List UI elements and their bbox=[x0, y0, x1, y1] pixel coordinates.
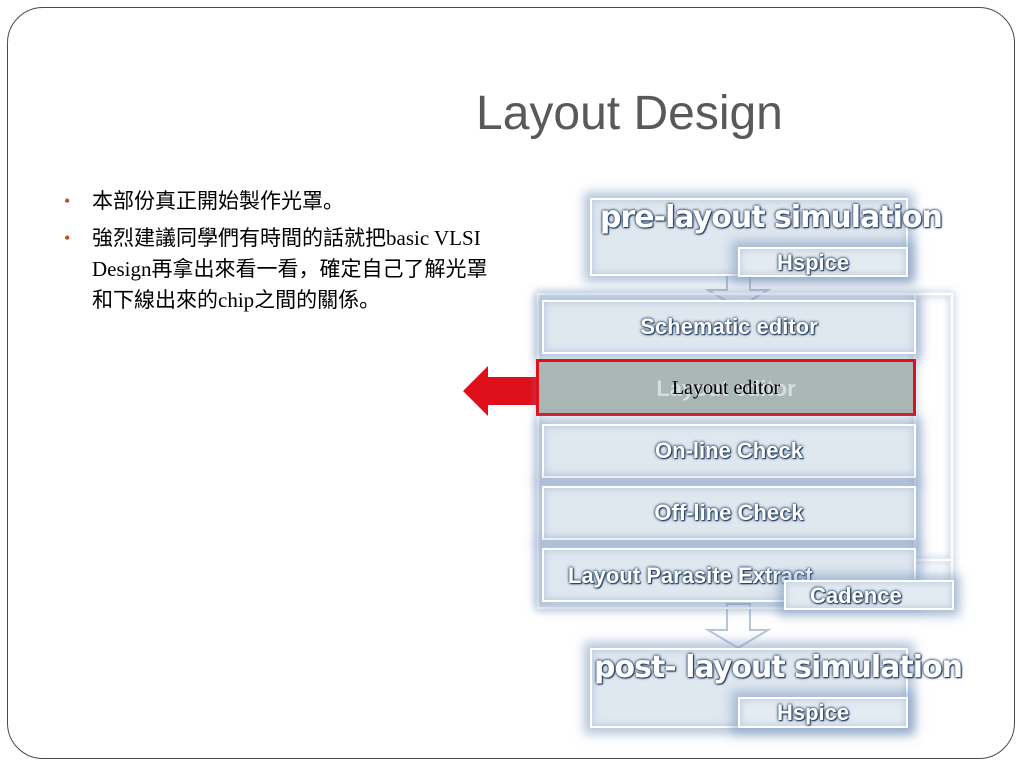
group-tool-box bbox=[784, 580, 954, 610]
step-layout-editor-label: Layout editor bbox=[671, 377, 781, 399]
left-arrow-icon bbox=[463, 366, 540, 416]
bullet-text: 強烈建議同學們有時間的話就把basic VLSI Design再拿出來看一看，確… bbox=[92, 226, 488, 312]
bullet-item: • 強烈建議同學們有時間的話就把basic VLSI Design再拿出來看一看… bbox=[62, 223, 492, 316]
step-parasite-extract-label: Layout Parasite Extract bbox=[568, 563, 813, 588]
bullet-dot-icon: • bbox=[64, 191, 71, 211]
post-tool-label: Hspice bbox=[777, 700, 850, 725]
step-layout-editor-ghost-text: Layout editor bbox=[656, 376, 796, 401]
post-tool-box bbox=[738, 697, 908, 728]
step-online-check: On-line Check bbox=[542, 424, 916, 478]
down-arrow-icon bbox=[704, 603, 772, 650]
post-layout-title: post- layout simulation bbox=[594, 650, 963, 685]
bullet-text: 本部份真正開始製作光罩。 bbox=[92, 189, 344, 213]
bullet-item: • 本部份真正開始製作光罩。 bbox=[62, 186, 492, 217]
step-layout-editor-highlight: Layout editor Layout editor bbox=[536, 359, 916, 416]
slide-frame bbox=[7, 7, 1015, 759]
step-schematic-editor: Schematic editor bbox=[542, 300, 916, 354]
bullet-list: • 本部份真正開始製作光罩。 • 強烈建議同學們有時間的話就把basic VLS… bbox=[62, 186, 492, 322]
pre-tool-label: Hspice bbox=[777, 250, 850, 275]
pre-tool-box bbox=[738, 247, 908, 277]
pre-layout-title: pre-layout simulation bbox=[600, 200, 943, 235]
step-offline-check: Off-line Check bbox=[542, 486, 916, 540]
slide-title: Layout Design bbox=[476, 87, 783, 140]
bullet-dot-icon: • bbox=[64, 228, 71, 248]
group-tool-label: Cadence bbox=[810, 583, 902, 608]
